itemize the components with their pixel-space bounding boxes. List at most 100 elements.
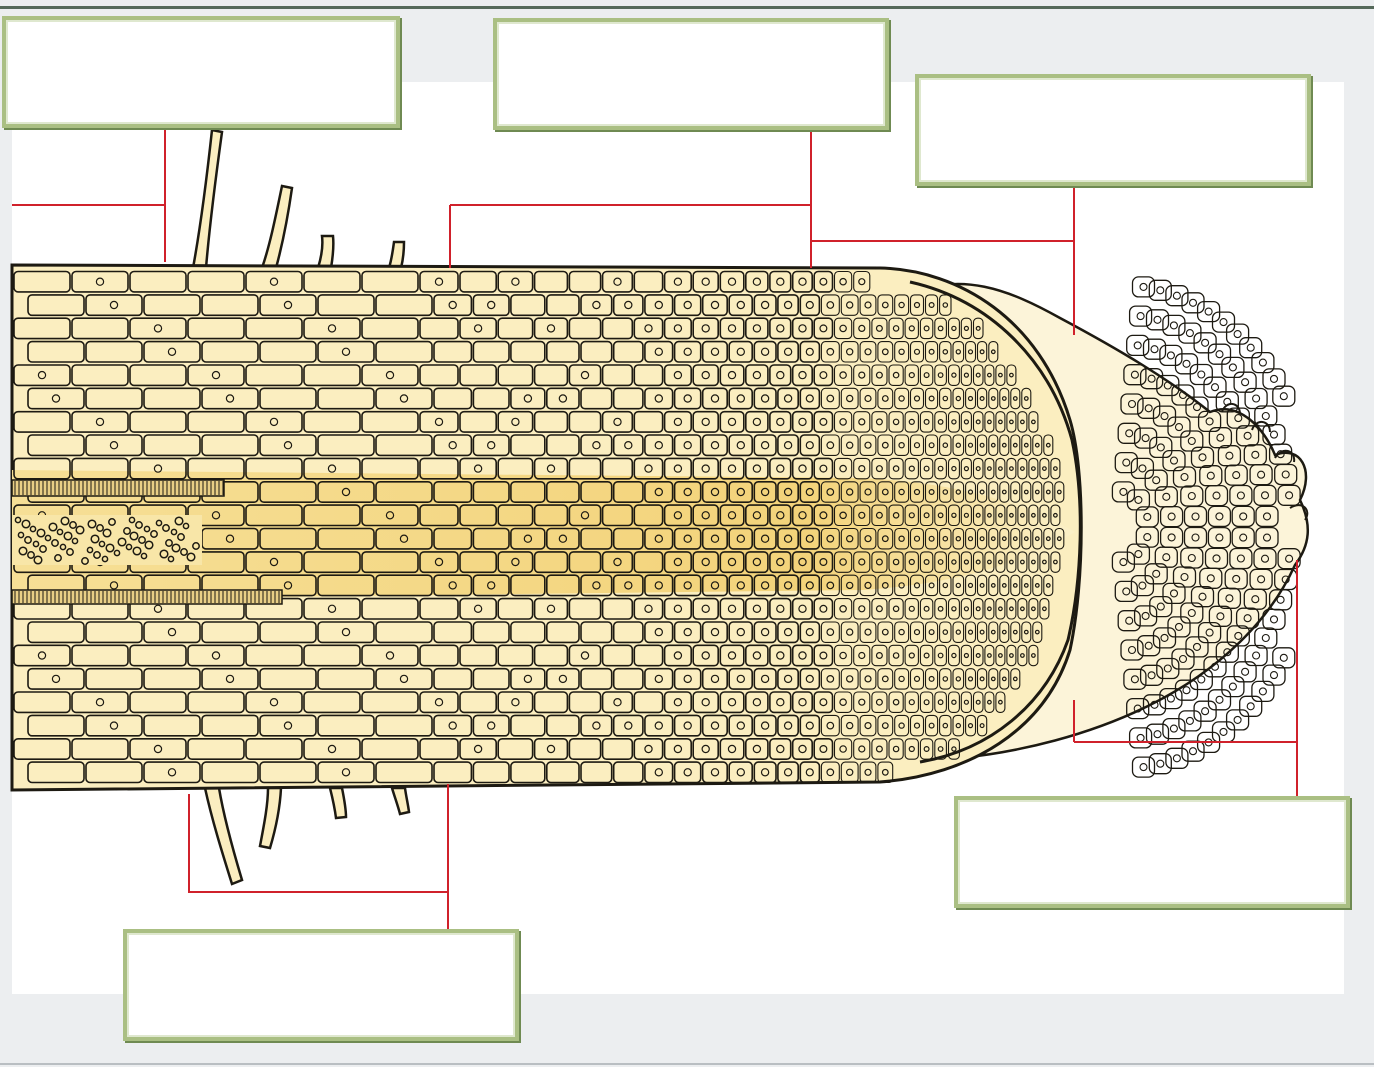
cap-cell xyxy=(1127,335,1149,355)
cap-cell-nucleus xyxy=(1202,339,1209,346)
cap-cell xyxy=(1234,372,1256,392)
cap-cell-nucleus xyxy=(1137,734,1144,741)
cap-cell-nucleus xyxy=(1140,764,1147,771)
cap-cell xyxy=(1227,324,1249,344)
cap-cell-nucleus xyxy=(1134,342,1141,349)
cap-cell xyxy=(1133,757,1155,777)
cap-cell-nucleus xyxy=(1198,676,1205,683)
cap-cell-nucleus xyxy=(1259,359,1266,366)
cap-cell xyxy=(1190,365,1212,385)
cap-cell-nucleus xyxy=(1216,696,1223,703)
cap-cell-nucleus xyxy=(1190,748,1197,755)
cap-cell xyxy=(1163,719,1185,739)
cap-cell-nucleus xyxy=(1190,299,1197,306)
cap-cell-nucleus xyxy=(1202,708,1209,715)
cap-cell-nucleus xyxy=(1220,319,1227,326)
cap-cell-nucleus xyxy=(1247,344,1254,351)
cap-cell-nucleus xyxy=(1167,695,1174,702)
cap-cell xyxy=(1234,662,1256,682)
cap-cell xyxy=(1176,354,1198,374)
cap-cell-nucleus xyxy=(1271,672,1278,679)
cap-cell xyxy=(1252,681,1274,701)
label-box-apical-meristem[interactable] xyxy=(915,74,1311,186)
cap-cell xyxy=(1204,377,1226,397)
root-hair xyxy=(260,788,281,848)
root-hair xyxy=(205,788,242,884)
cap-cell-nucleus xyxy=(1234,716,1241,723)
cap-cell-nucleus xyxy=(1151,346,1158,353)
cap-cell-nucleus xyxy=(1253,395,1260,402)
cap-cell-nucleus xyxy=(1220,728,1227,735)
label-box-region-of-elongation[interactable] xyxy=(493,18,889,130)
cap-cell xyxy=(1130,306,1152,326)
root-hair xyxy=(262,186,292,268)
cap-cell-nucleus xyxy=(1247,703,1254,710)
root-hair xyxy=(330,788,346,818)
cap-cell xyxy=(1163,315,1185,335)
root-hair xyxy=(389,242,404,268)
cap-cell xyxy=(1213,312,1235,332)
cap-cell-nucleus xyxy=(1167,352,1174,359)
cap-cell xyxy=(1209,690,1231,710)
cap-cell-nucleus xyxy=(1186,717,1193,724)
label-box-region-of-maturation[interactable] xyxy=(123,929,519,1041)
cap-cell-nucleus xyxy=(1234,331,1241,338)
cap-cell xyxy=(1130,728,1152,748)
cap-cell-nucleus xyxy=(1280,654,1287,661)
cap-cell xyxy=(1133,277,1155,297)
cap-cell xyxy=(1222,677,1244,697)
cap-cell-nucleus xyxy=(1242,379,1249,386)
cap-cell xyxy=(1209,344,1231,364)
label-box-root-cap[interactable] xyxy=(954,796,1350,908)
cap-cell xyxy=(1160,345,1182,365)
cap-cell xyxy=(1149,754,1171,774)
cap-cell-nucleus xyxy=(1170,322,1177,329)
cap-cell xyxy=(1222,357,1244,377)
cap-cell-nucleus xyxy=(1170,725,1177,732)
cap-cell-nucleus xyxy=(1271,616,1278,623)
cap-cell-nucleus xyxy=(1154,316,1161,323)
cap-cell-nucleus xyxy=(1280,393,1287,400)
cap-cell xyxy=(1166,748,1188,768)
cap-cell xyxy=(1240,338,1262,358)
cap-cell-nucleus xyxy=(1157,287,1164,294)
root-hair xyxy=(193,130,222,268)
label-box-root-hair[interactable] xyxy=(2,16,400,128)
cap-cell-nucleus xyxy=(1140,283,1147,290)
cap-cell-nucleus xyxy=(1229,683,1236,690)
cap-cell-nucleus xyxy=(1271,375,1278,382)
cap-cell xyxy=(1166,286,1188,306)
cap-cell xyxy=(1213,722,1235,742)
cap-cell-nucleus xyxy=(1186,330,1193,337)
cap-cell xyxy=(1144,339,1166,359)
cap-cell-nucleus xyxy=(1277,596,1284,603)
cap-cell-nucleus xyxy=(1157,760,1164,767)
cap-cell-nucleus xyxy=(1183,360,1190,367)
cap-cell xyxy=(1240,696,1262,716)
cap-cell-nucleus xyxy=(1229,364,1236,371)
cap-cell-nucleus xyxy=(1173,292,1180,299)
cap-cell-nucleus xyxy=(1262,413,1269,420)
cap-cell xyxy=(1149,280,1171,300)
cap-cell-nucleus xyxy=(1154,731,1161,738)
bottom-border xyxy=(0,1063,1374,1065)
cap-cell-nucleus xyxy=(1271,431,1278,438)
leader-line-box-1 xyxy=(12,128,165,262)
cap-cell xyxy=(1252,353,1274,373)
cap-cell-nucleus xyxy=(1242,668,1249,675)
cap-cell-nucleus xyxy=(1253,652,1260,659)
cap-cell-nucleus xyxy=(1259,688,1266,695)
leader-line-box-2 xyxy=(450,130,811,268)
cap-cell xyxy=(1227,710,1249,730)
cap-cell-nucleus xyxy=(1212,384,1219,391)
cap-cell xyxy=(1147,310,1169,330)
cap-cell-nucleus xyxy=(1262,635,1269,642)
cap-cell-nucleus xyxy=(1137,313,1144,320)
root-hair xyxy=(392,788,409,814)
cap-cell-nucleus xyxy=(1173,755,1180,762)
cap-cell-nucleus xyxy=(1216,351,1223,358)
xylem-upper xyxy=(12,480,224,496)
cap-cell-nucleus xyxy=(1183,687,1190,694)
root-hair xyxy=(318,236,333,268)
cap-cell-nucleus xyxy=(1205,308,1212,315)
